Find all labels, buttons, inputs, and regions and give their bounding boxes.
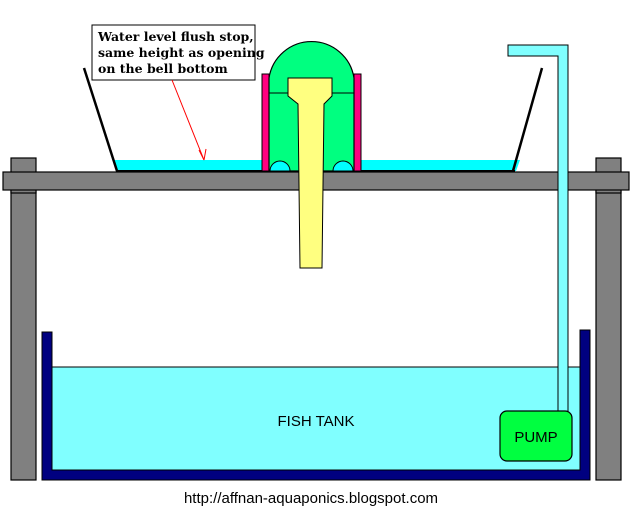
callout-line-2: same height as opening	[98, 45, 265, 60]
frame-leg-left	[10, 189, 37, 481]
fish-tank-label: FISH TANK	[278, 413, 355, 430]
callout-line-1: Water level flush stop,	[97, 29, 254, 44]
callout-arrow-line	[171, 79, 205, 161]
bell-rim-right	[353, 73, 362, 172]
frame-leg-right	[595, 189, 622, 481]
bell-opening-right	[332, 160, 354, 172]
footer-url: http://affnan-aquaponics.blogspot.com	[184, 490, 438, 507]
pump-pipe	[507, 44, 569, 413]
pump-label: PUMP	[514, 429, 557, 446]
pump	[499, 410, 573, 462]
bell-opening-left	[269, 160, 291, 172]
standpipe	[287, 77, 333, 269]
callout-line-3: on the bell bottom	[98, 61, 228, 76]
bell-rim-left	[261, 73, 270, 172]
callout-box	[91, 24, 256, 81]
callout-arrow-head	[198, 148, 207, 161]
fish-tank-water	[51, 366, 581, 471]
grow-bed-side-left	[82, 67, 119, 172]
grow-bed-side-right	[511, 67, 544, 172]
